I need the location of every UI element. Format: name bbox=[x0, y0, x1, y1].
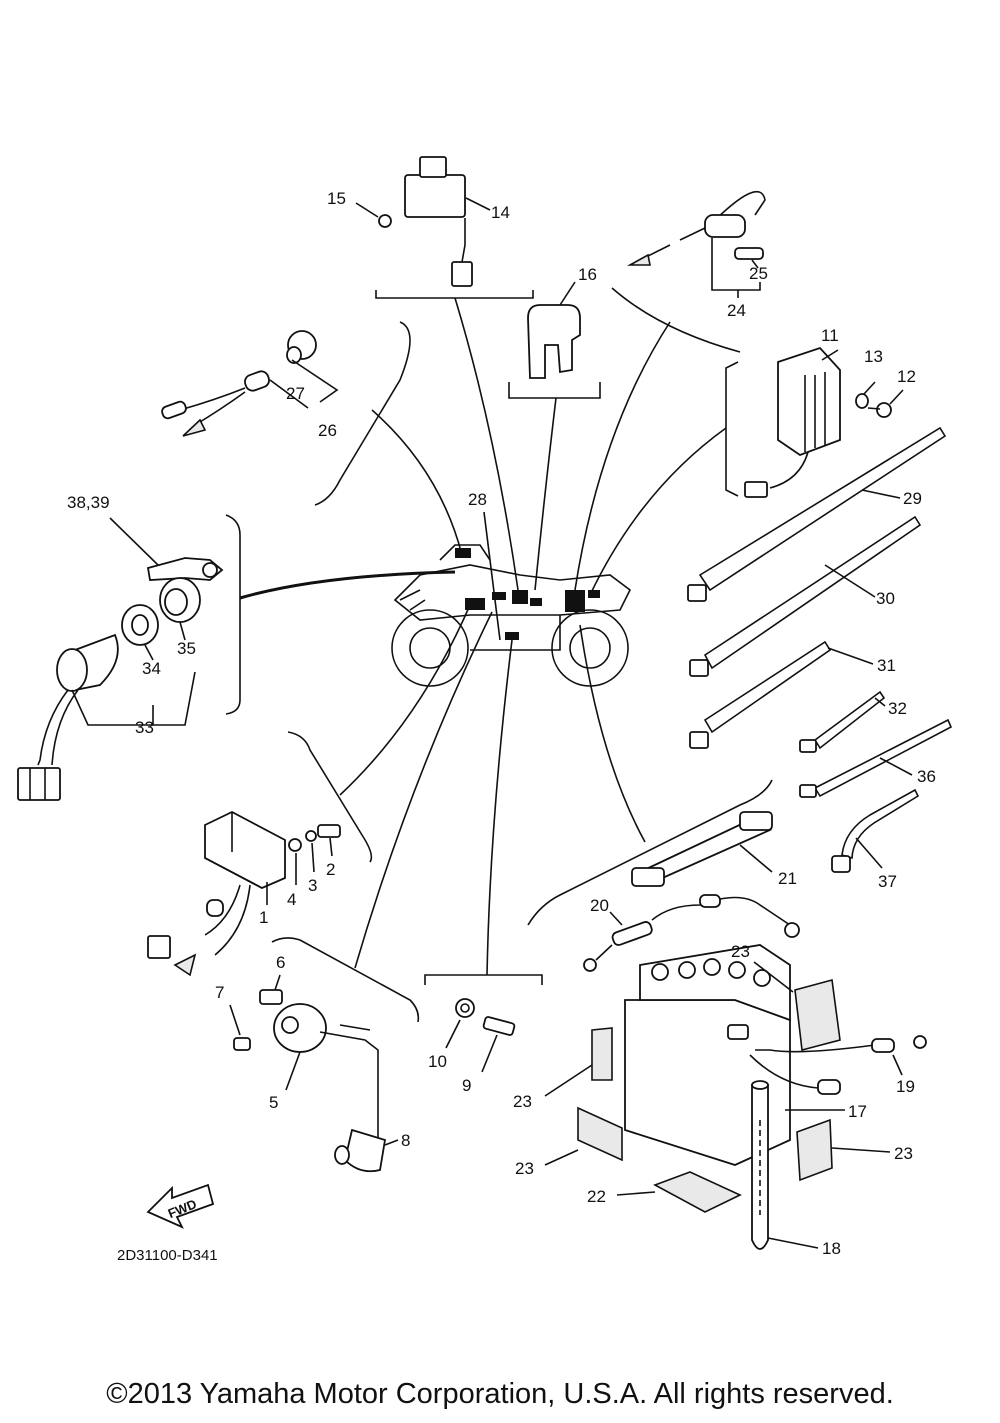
part-26-lead-wire bbox=[161, 330, 339, 437]
callout-labels: 1 2 3 4 5 6 7 8 9 10 11 12 13 14 15 16 1… bbox=[67, 189, 936, 1258]
part-32-tie bbox=[799, 690, 886, 753]
callout-34: 34 bbox=[142, 659, 161, 678]
callout-7: 7 bbox=[215, 983, 224, 1002]
part-21-band bbox=[631, 811, 773, 887]
part-16-cover bbox=[527, 281, 581, 379]
callout-32: 32 bbox=[888, 699, 907, 718]
callout-24: 24 bbox=[727, 301, 746, 320]
callout-19: 19 bbox=[896, 1077, 915, 1096]
callout-31: 31 bbox=[877, 656, 896, 675]
part-18-breather-hose bbox=[751, 1080, 819, 1250]
part-31-tie bbox=[689, 640, 874, 749]
callout-16: 16 bbox=[578, 265, 597, 284]
part-20-cable bbox=[583, 894, 800, 972]
part-24-starter-cable bbox=[626, 190, 766, 298]
callout-23d: 23 bbox=[894, 1144, 913, 1163]
callout-17: 17 bbox=[848, 1102, 867, 1121]
part-1-igniter bbox=[147, 810, 341, 977]
callout-29: 29 bbox=[903, 489, 922, 508]
part-30-tie bbox=[689, 515, 922, 677]
callout-1: 1 bbox=[259, 908, 268, 927]
callout-27: 27 bbox=[286, 384, 305, 403]
callout-5: 5 bbox=[269, 1093, 278, 1112]
callout-10: 10 bbox=[428, 1052, 447, 1071]
callout-4: 4 bbox=[287, 890, 296, 909]
part-22-pad bbox=[616, 1171, 742, 1213]
fwd-arrow-icon: FWD bbox=[146, 1183, 215, 1229]
callout-9: 9 bbox=[462, 1076, 471, 1095]
callout-23b: 23 bbox=[513, 1092, 532, 1111]
callout-23a: 23 bbox=[731, 942, 750, 961]
part-9-switch bbox=[445, 998, 516, 1073]
callout-38-39: 38,39 bbox=[67, 493, 110, 512]
group-brackets bbox=[225, 287, 773, 1023]
callout-6: 6 bbox=[276, 953, 285, 972]
part-29-tie bbox=[687, 426, 947, 602]
callout-36: 36 bbox=[917, 767, 936, 786]
copyright-notice: ©2013 Yamaha Motor Corporation, U.S.A. A… bbox=[106, 1378, 894, 1410]
part-36-tie bbox=[799, 718, 953, 798]
callout-11: 11 bbox=[821, 326, 839, 345]
harness-leaders bbox=[239, 297, 727, 976]
diagram-code: 2D31100-D341 bbox=[117, 1247, 218, 1264]
callout-12: 12 bbox=[897, 367, 916, 386]
callout-8: 8 bbox=[401, 1131, 410, 1150]
callout-28: 28 bbox=[468, 490, 487, 509]
callout-25: 25 bbox=[749, 264, 768, 283]
callout-35: 35 bbox=[177, 639, 196, 658]
callout-37: 37 bbox=[878, 872, 897, 891]
part-14-relay bbox=[355, 156, 491, 287]
callout-26: 26 bbox=[318, 421, 337, 440]
callout-20: 20 bbox=[590, 896, 609, 915]
part-33-main-switch bbox=[17, 517, 224, 801]
part-23-pads bbox=[544, 961, 891, 1182]
callout-23c: 23 bbox=[515, 1159, 534, 1178]
part-17-battery bbox=[624, 944, 927, 1166]
callout-15: 15 bbox=[327, 189, 346, 208]
part-11-cdi-unit bbox=[744, 346, 904, 498]
callout-14: 14 bbox=[491, 203, 510, 222]
atv-illustration bbox=[391, 544, 632, 687]
callout-22: 22 bbox=[587, 1187, 606, 1206]
callout-33: 33 bbox=[135, 718, 154, 737]
callout-18: 18 bbox=[822, 1239, 841, 1258]
callout-2: 2 bbox=[326, 860, 335, 879]
callout-13: 13 bbox=[864, 347, 883, 366]
part-37-tie bbox=[831, 788, 920, 873]
callout-3: 3 bbox=[308, 876, 317, 895]
callout-30: 30 bbox=[876, 589, 895, 608]
part-5-relay bbox=[229, 974, 399, 1173]
callout-21: 21 bbox=[778, 869, 797, 888]
